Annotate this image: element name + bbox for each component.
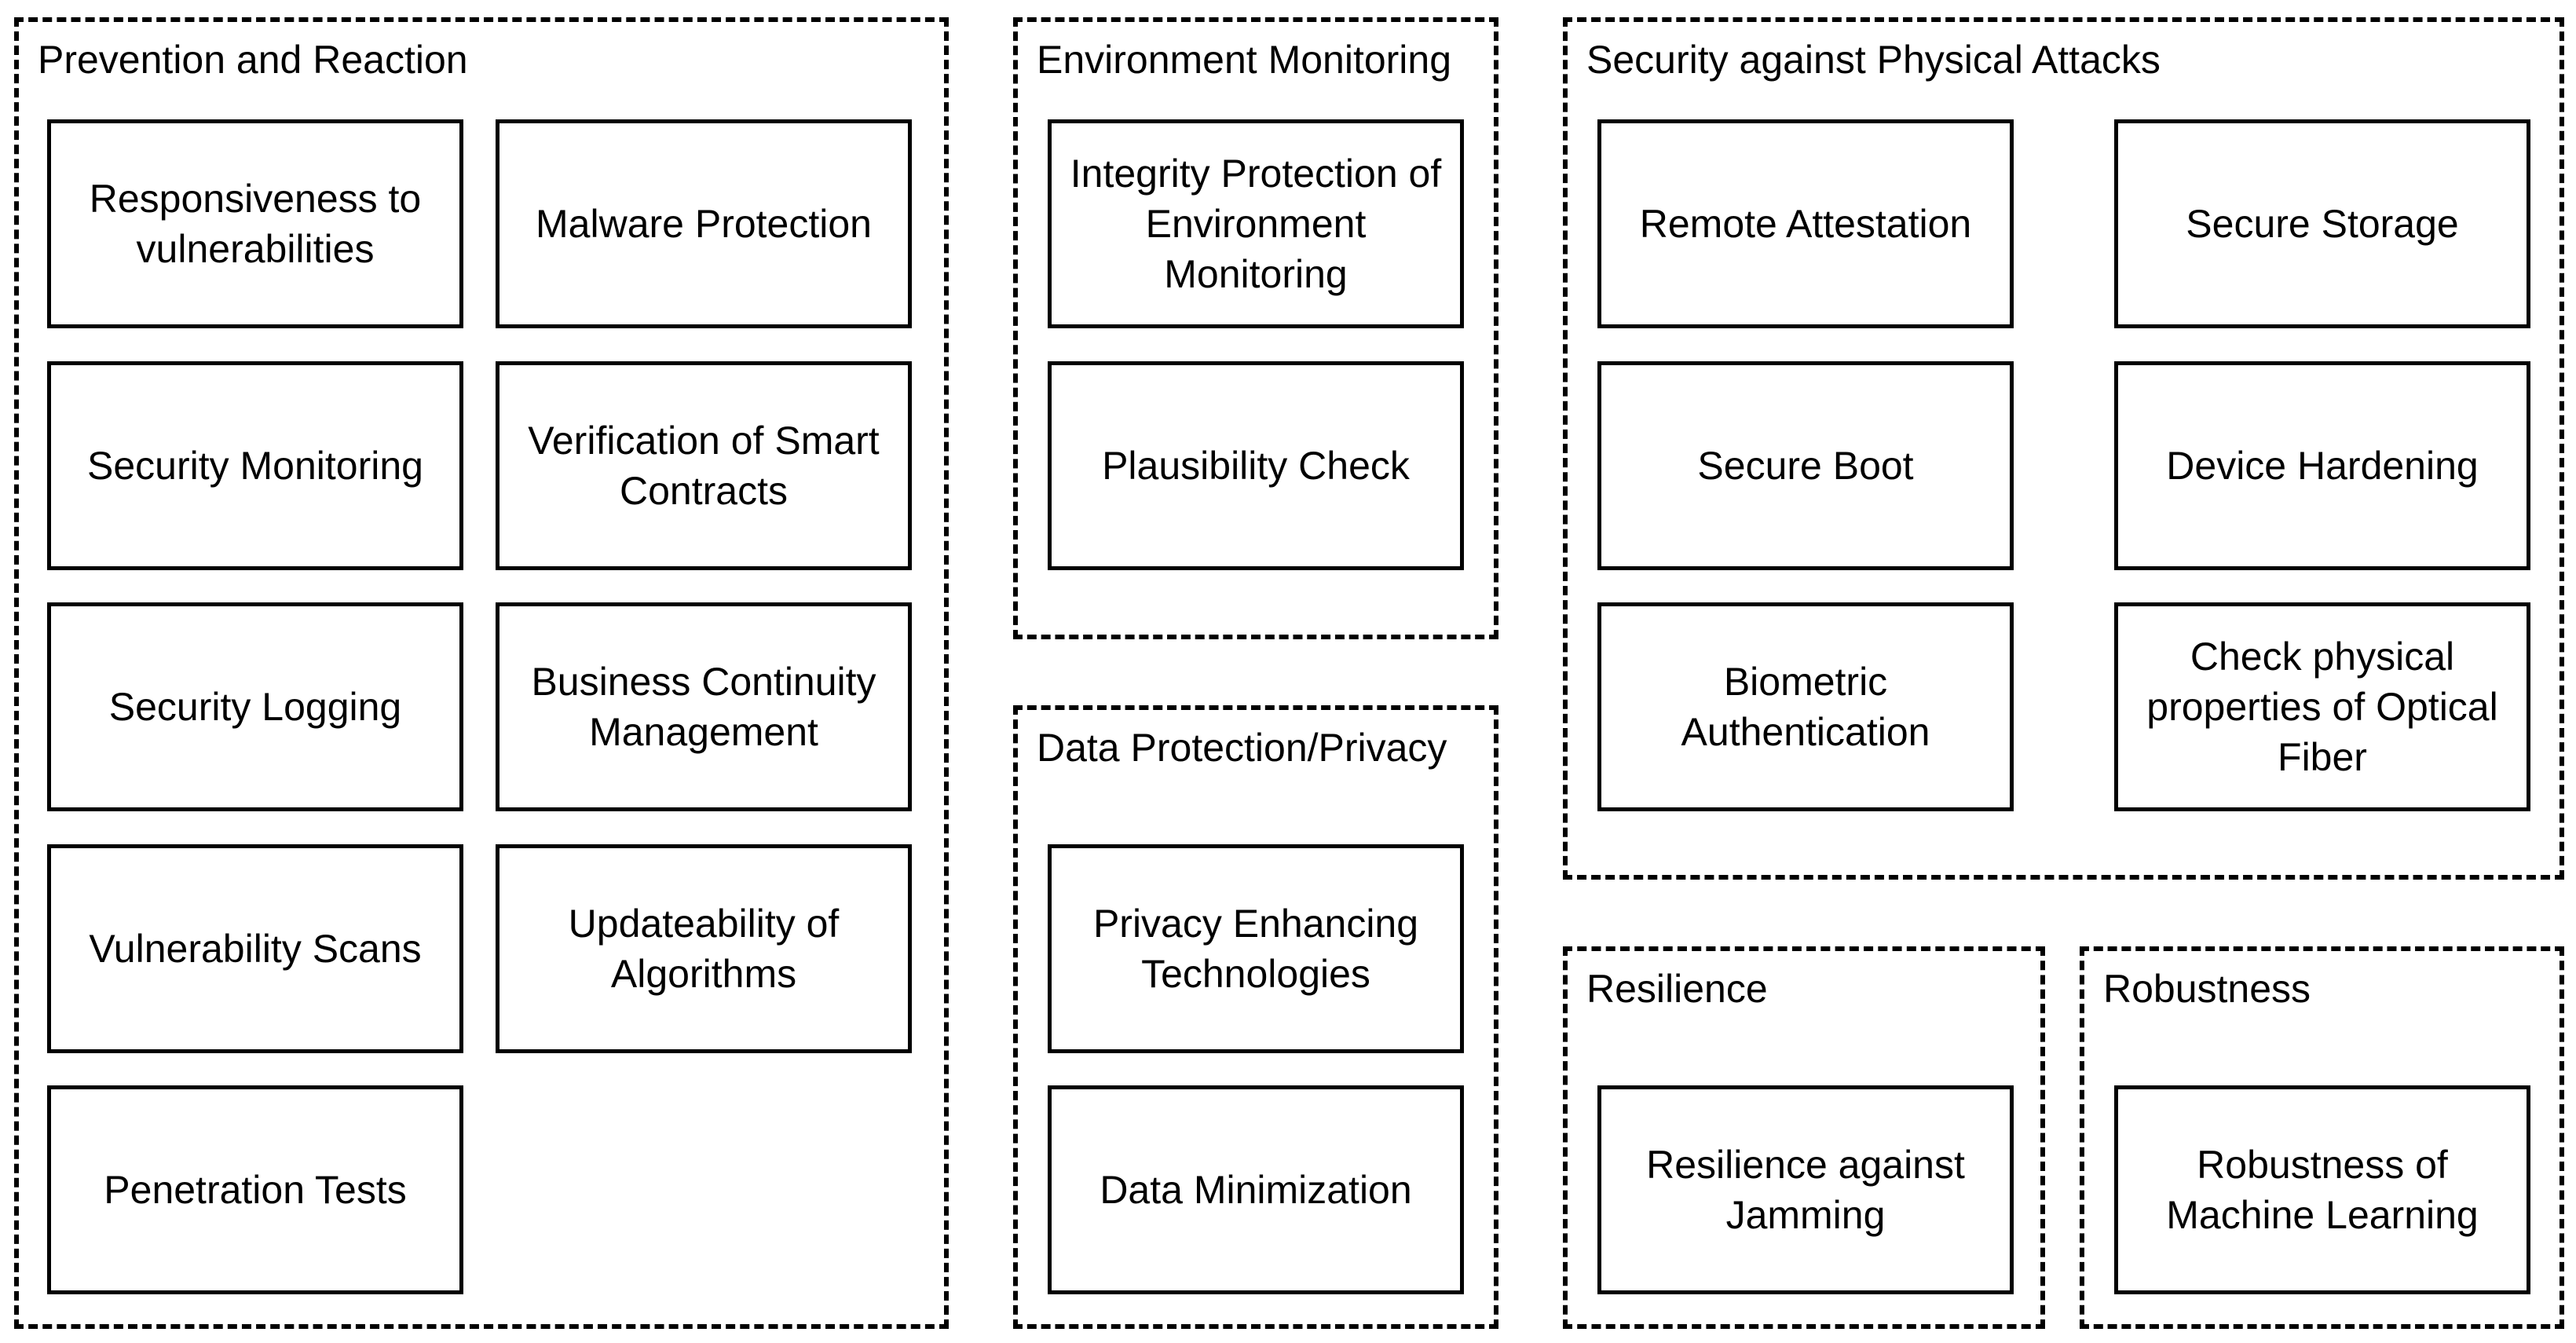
group-title: Security against Physical Attacks <box>1586 38 2161 82</box>
box-label: Remote Attestation <box>1639 202 1972 246</box>
group-data-protection-privacy: Data Protection/Privacy <box>1013 705 1498 1329</box>
box-integrity-protection-of-environment-monitoring: Integrity Protection of Environment Moni… <box>1048 119 1464 328</box>
box-privacy-enhancing-technologies: Privacy Enhancing Technologies <box>1048 844 1464 1053</box>
box-label: Vulnerability Scans <box>89 927 422 971</box>
box-data-minimization: Data Minimization <box>1048 1085 1464 1294</box>
box-responsiveness-to-vulnerabilities: Responsiveness to vulnerabilities <box>47 119 463 328</box>
group-title: Data Protection/Privacy <box>1037 726 1447 770</box>
box-malware-protection: Malware Protection <box>496 119 912 328</box>
box-label: Malware Protection <box>536 202 872 246</box>
box-security-monitoring: Security Monitoring <box>47 361 463 570</box>
box-label: Resilience against Jamming <box>1646 1143 1965 1237</box>
box-label: Verification of Smart Contracts <box>528 419 880 513</box>
box-penetration-tests: Penetration Tests <box>47 1085 463 1294</box>
box-device-hardening: Device Hardening <box>2114 361 2530 570</box>
group-title: Resilience <box>1586 967 1768 1011</box>
box-resilience-against-jamming: Resilience against Jamming <box>1597 1085 2014 1294</box>
box-label: Biometric Authentication <box>1681 660 1930 754</box>
box-updateability-of-algorithms: Updateability of Algorithms <box>496 844 912 1053</box>
box-label: Check physical properties of Optical Fib… <box>2146 635 2498 779</box>
box-label: Secure Boot <box>1697 444 1914 488</box>
box-label: Business Continuity Management <box>531 660 876 754</box>
box-label: Plausibility Check <box>1102 444 1410 488</box>
box-label: Integrity Protection of Environment Moni… <box>1070 152 1442 296</box>
box-label: Privacy Enhancing Technologies <box>1092 902 1419 996</box>
box-plausibility-check: Plausibility Check <box>1048 361 1464 570</box>
box-verification-of-smart-contracts: Verification of Smart Contracts <box>496 361 912 570</box>
group-title: Environment Monitoring <box>1037 38 1452 82</box>
box-check-physical-properties-of-optical-fiber: Check physical properties of Optical Fib… <box>2114 602 2530 811</box>
box-label: Security Monitoring <box>87 444 423 488</box>
box-label: Penetration Tests <box>104 1168 407 1212</box>
box-label: Updateability of Algorithms <box>568 902 840 996</box>
group-resilience: Resilience <box>1563 946 2045 1329</box>
box-label: Device Hardening <box>2166 444 2479 488</box>
box-security-logging: Security Logging <box>47 602 463 811</box>
group-prevention-and-reaction: Prevention and Reaction <box>14 17 949 1329</box>
box-label: Security Logging <box>108 685 402 729</box>
group-robustness: Robustness <box>2080 946 2564 1329</box>
box-secure-boot: Secure Boot <box>1597 361 2014 570</box>
box-label: Secure Storage <box>2186 202 2459 246</box>
box-business-continuity-management: Business Continuity Management <box>496 602 912 811</box>
box-robustness-of-machine-learning: Robustness of Machine Learning <box>2114 1085 2530 1294</box>
box-remote-attestation: Remote Attestation <box>1597 119 2014 328</box>
group-title: Robustness <box>2103 967 2311 1011</box>
box-vulnerability-scans: Vulnerability Scans <box>47 844 463 1053</box>
box-label: Responsiveness to vulnerabilities <box>89 177 422 271</box>
box-secure-storage: Secure Storage <box>2114 119 2530 328</box>
box-biometric-authentication: Biometric Authentication <box>1597 602 2014 811</box>
group-security-against-physical-attacks: Security against Physical Attacks <box>1563 17 2564 880</box>
group-environment-monitoring: Environment Monitoring <box>1013 17 1498 639</box>
group-title: Prevention and Reaction <box>38 38 468 82</box>
box-label: Data Minimization <box>1100 1168 1412 1212</box>
box-label: Robustness of Machine Learning <box>2166 1143 2479 1237</box>
